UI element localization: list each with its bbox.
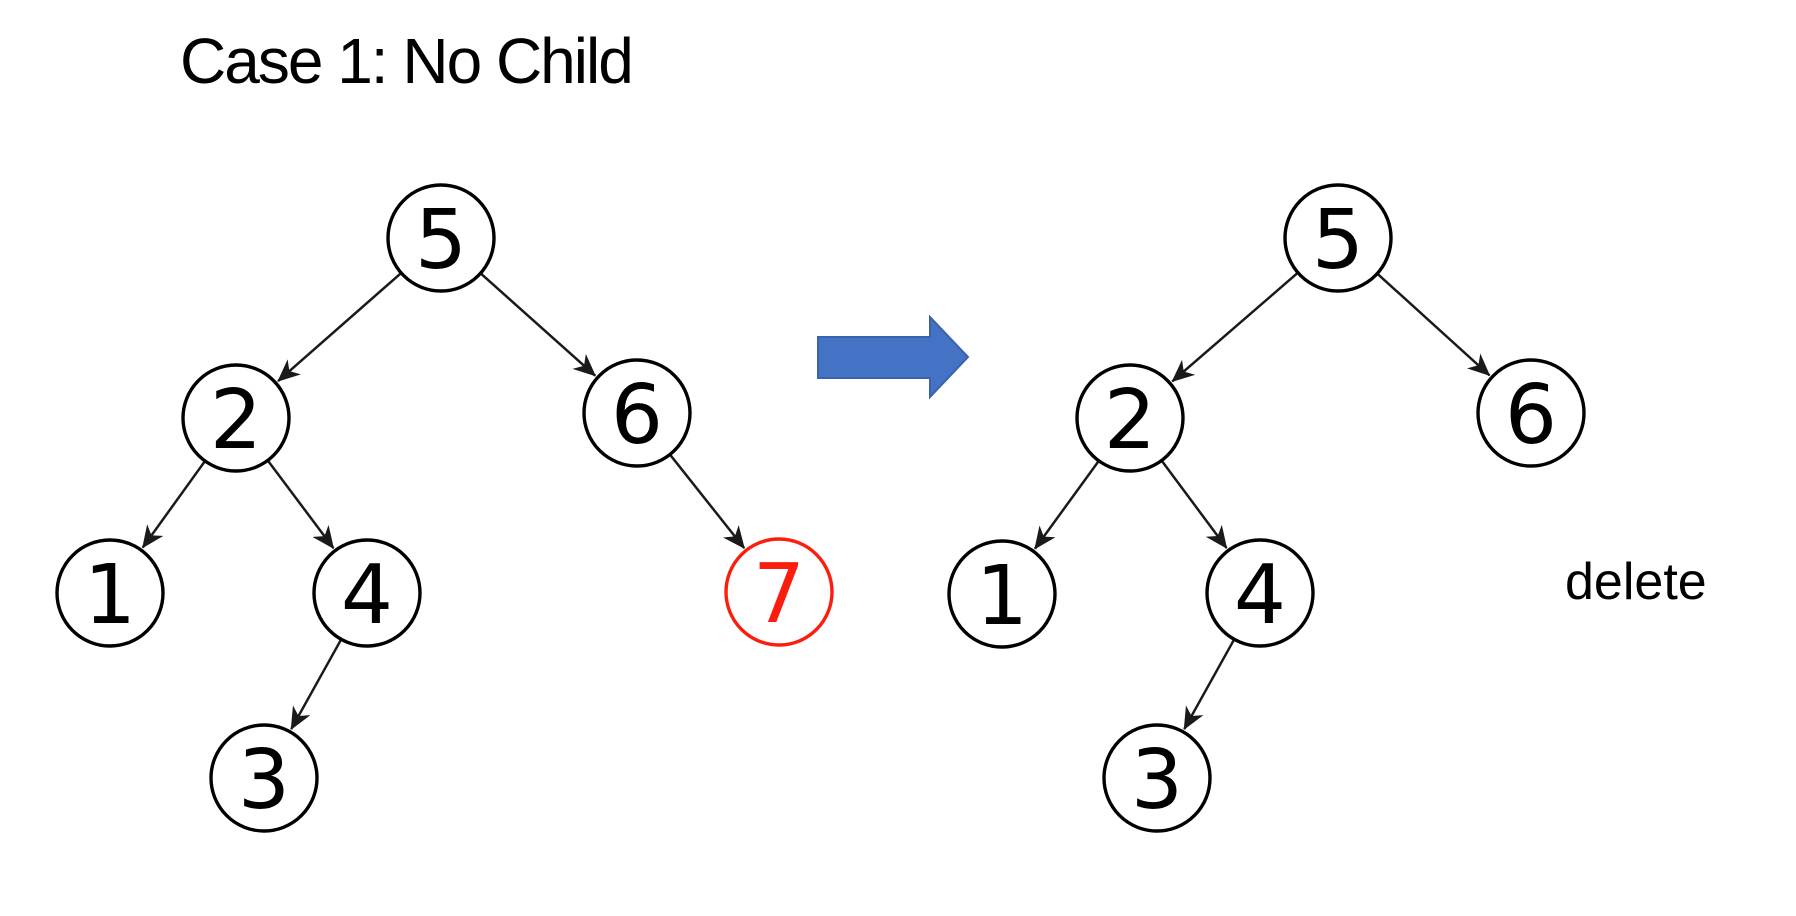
tree-node-value-2-before: 2 xyxy=(210,373,262,468)
tree-node-value-3-after: 3 xyxy=(1131,733,1183,828)
tree-node-4-before xyxy=(312,538,422,648)
tree-node-5-after xyxy=(1283,183,1393,293)
tree-node-6-before xyxy=(582,358,692,468)
edge-2-to-1-before xyxy=(141,461,206,549)
tree-node-2-before xyxy=(181,363,291,473)
edge-2-to-1-after xyxy=(1033,460,1100,550)
tree-node-value-6-before: 6 xyxy=(611,368,663,463)
tree-node-value-6-after: 6 xyxy=(1505,368,1557,463)
slide-title: Case 1: No Child xyxy=(180,25,634,97)
transition-right-arrow-icon xyxy=(817,314,970,400)
tree-node-value-7-before: 7 xyxy=(753,547,805,642)
edge-5-to-6-after xyxy=(1377,273,1491,377)
edge-5-to-2-after xyxy=(1171,272,1298,383)
tree-node-value-5-after: 5 xyxy=(1312,193,1364,288)
edge-2-to-4-after xyxy=(1161,460,1228,549)
tree-node-value-3-before: 3 xyxy=(238,733,290,828)
tree-node-4-after xyxy=(1205,538,1315,648)
edge-2-to-4-before xyxy=(267,460,335,549)
tree-node-1-after xyxy=(947,539,1057,649)
tree-node-2-after xyxy=(1075,363,1185,473)
edge-6-to-7-before xyxy=(669,454,746,549)
bst-tree-after: 5 2 6 1 43 xyxy=(947,183,1586,833)
bst-tree-before: 5 2 6 1 43 7 xyxy=(55,183,834,833)
tree-node-3-before xyxy=(209,723,319,833)
delete-label: delete xyxy=(1565,553,1707,611)
edge-4-to-3-after xyxy=(1183,639,1235,730)
tree-node-6-after xyxy=(1476,358,1586,468)
edge-4-to-3-before xyxy=(290,639,342,730)
tree-node-3-after xyxy=(1102,723,1212,833)
tree-node-value-2-after: 2 xyxy=(1104,373,1156,468)
tree-node-1-before xyxy=(55,538,165,648)
edge-5-to-2-before xyxy=(277,272,402,382)
edge-5-to-6-before xyxy=(480,273,597,377)
tree-node-value-4-before: 4 xyxy=(341,548,393,643)
tree-node-value-5-before: 5 xyxy=(415,193,467,288)
tree-node-value-1-after: 1 xyxy=(976,549,1028,644)
tree-node-value-1-before: 1 xyxy=(84,548,136,643)
tree-node-7-before-highlighted xyxy=(724,537,834,647)
tree-node-value-4-after: 4 xyxy=(1234,548,1286,643)
tree-node-5-before xyxy=(386,183,496,293)
